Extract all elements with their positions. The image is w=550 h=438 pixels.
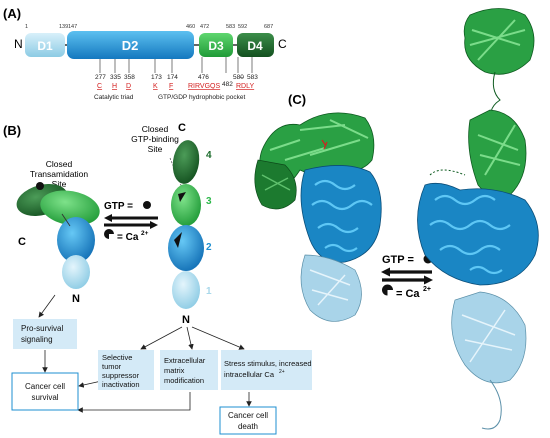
pocket-pos-482: 482 <box>222 81 233 88</box>
panel-b-label: (B) <box>3 123 21 138</box>
panel-c-label: (C) <box>288 92 306 107</box>
closed-d1-shape <box>62 255 90 289</box>
stress-text-line2: intracellular Ca <box>224 370 275 379</box>
closed-site-mark <box>61 213 71 227</box>
equilibrium-legend-b: GTP = = Ca 2+ <box>104 201 158 243</box>
catalytic-triad-caption: Catalytic triad <box>94 94 134 101</box>
extracellular-box <box>160 350 218 390</box>
selective-box <box>98 350 154 390</box>
pocket-pos-580: 580 <box>233 74 244 81</box>
b-ca-text: = Ca <box>117 232 139 243</box>
pocket-pos-174: 174 <box>167 74 178 81</box>
b-gtp-dot <box>143 201 151 209</box>
pocket-range-dash: – <box>240 74 244 81</box>
pocket-residue-k: K <box>153 83 158 90</box>
domain-d3-label: D3 <box>208 39 224 53</box>
residue-ticks <box>99 57 253 73</box>
domain-number-1: 1 <box>206 286 212 297</box>
domain-d3-bar <box>199 33 233 57</box>
c-ca-sup: 2+ <box>423 286 431 293</box>
stress-text-line1: Stress stimulus, increased <box>224 359 312 368</box>
open-d2-shape <box>168 225 204 271</box>
panel-c: (C) GTP = = Ca 2+ <box>254 8 539 430</box>
stress-box <box>221 350 312 390</box>
triad-pos-358: 358 <box>124 74 135 81</box>
panel-a-label: (A) <box>3 6 21 21</box>
closed-c-label: C <box>18 236 26 248</box>
closed-crystal-structure <box>254 112 382 322</box>
stress-text-sup: 2+ <box>279 369 285 375</box>
domain-number-4: 4 <box>206 150 212 161</box>
closed-d3-shape <box>40 190 100 226</box>
triad-pos-277: 277 <box>95 74 106 81</box>
triad-pos-335: 335 <box>110 74 121 81</box>
panel-a: (A) N C D1 D2 D3 D4 1 139 147 460 472 58… <box>3 6 287 101</box>
closed-conformation: C N <box>16 182 100 305</box>
open-d3-shape <box>171 184 201 226</box>
b-gtp-text: GTP = <box>104 201 133 212</box>
b-ca-sup: 2+ <box>141 230 149 237</box>
ca-wedge-open <box>178 192 186 202</box>
equilibrium-legend-c: GTP = = Ca 2+ <box>381 254 433 300</box>
n-terminus-label: N <box>14 37 23 51</box>
open-c-label: C <box>178 122 186 134</box>
d3-start-number: 472 <box>200 24 209 30</box>
gtp-dot-closed <box>36 182 44 190</box>
b-ca-icon <box>104 229 114 239</box>
d2-end-number: 460 <box>186 24 195 30</box>
open-crystal-structure <box>417 8 539 430</box>
cancer-survival-box <box>11 372 79 411</box>
pocket-residue-f: F <box>169 83 173 90</box>
c-gtp-text: GTP = <box>382 254 414 266</box>
pocket-pos-476: 476 <box>198 74 209 81</box>
closed-n-label: N <box>72 293 80 305</box>
domain-d2-label: D2 <box>122 38 139 53</box>
pocket-residue-rirvgqs: RIRVGQS <box>188 83 220 90</box>
open-d4-shape <box>172 140 200 184</box>
b-arrow-left-head <box>104 214 112 222</box>
c-arrow-left-head <box>381 267 390 277</box>
ca-wedge-open-2 <box>174 232 182 248</box>
triad-residue-c: C <box>97 83 102 90</box>
c-arrow-right-head <box>424 275 433 285</box>
d4-start-number: 592 <box>238 24 247 30</box>
c-ca-text: = Ca <box>396 288 420 300</box>
domain-d1-label: D1 <box>37 39 53 53</box>
domain-number-2: 2 <box>206 242 212 253</box>
domain-d4-label: D4 <box>247 39 263 53</box>
d3-end-number: 583 <box>226 24 235 30</box>
b-arrow-right-head <box>150 221 158 229</box>
d1-start-number: 1 <box>25 24 28 30</box>
gtp-pocket-caption: GTP/GDP hydrophobic pocket <box>158 94 246 101</box>
d2-start-number: 147 <box>68 24 77 30</box>
open-d1-shape <box>172 271 200 309</box>
d1-end-number: 139 <box>59 24 68 30</box>
triad-residue-h: H <box>112 83 117 90</box>
domain-d2-bar <box>67 31 194 59</box>
domain-number-3: 3 <box>206 196 212 207</box>
pocket-residue-rdly: RDLY <box>236 83 254 90</box>
cancer-death-box <box>219 406 277 435</box>
open-n-label: N <box>182 314 190 326</box>
c-terminus-label: C <box>278 37 287 51</box>
domain-d4-bar <box>237 33 274 57</box>
pro-survival-box <box>13 319 77 349</box>
pocket-pos-173: 173 <box>151 74 162 81</box>
closed-d2-shape <box>57 217 95 263</box>
triad-residue-d: D <box>126 83 131 90</box>
open-conformation: C 4 3 2 1 N <box>168 122 212 326</box>
d4-end-number: 687 <box>264 24 273 30</box>
domain-d1-bar <box>25 33 65 57</box>
pocket-pos-583: 583 <box>247 74 258 81</box>
c-ca-icon <box>382 284 393 296</box>
